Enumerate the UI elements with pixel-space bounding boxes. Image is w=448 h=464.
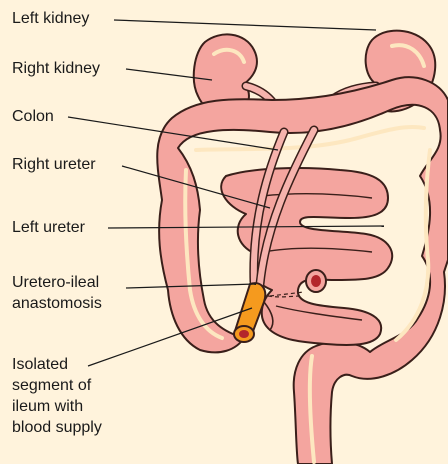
label-isolated-ileal-segment: Isolated segment of ileum with blood sup…: [12, 354, 132, 438]
ileal-conduit-lumen: [239, 330, 249, 338]
label-uretero-ileal-anastomosis: Uretero-ileal anastomosis: [12, 272, 132, 314]
label-isolated-line-2: segment of: [12, 375, 132, 396]
label-colon: Colon: [12, 106, 54, 127]
label-isolated-line-1: Isolated: [12, 354, 132, 375]
label-anastomosis-line-2: anastomosis: [12, 293, 132, 314]
label-right-kidney: Right kidney: [12, 58, 100, 79]
label-isolated-line-3: ileum with: [12, 396, 132, 417]
label-anastomosis-line-1: Uretero-ileal: [12, 272, 132, 293]
label-right-ureter: Right ureter: [12, 154, 96, 175]
label-isolated-line-4: blood supply: [12, 417, 132, 438]
label-left-kidney: Left kidney: [12, 8, 89, 29]
ileum-cut-lumen: [311, 275, 321, 287]
leader-left-kidney: [114, 20, 376, 30]
label-left-ureter: Left ureter: [12, 217, 85, 238]
